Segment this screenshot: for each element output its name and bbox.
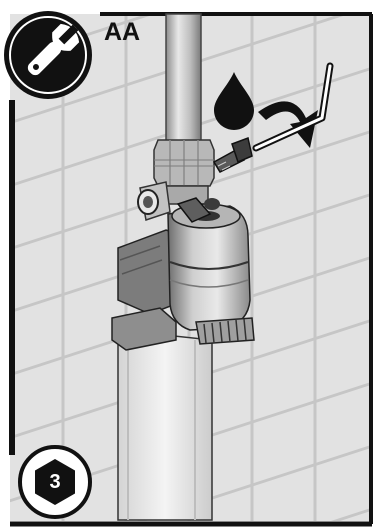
filter-cartridge [118,330,212,520]
step-number: 3 [43,468,67,496]
code-label: AA [104,18,140,47]
supply-pipe [166,14,201,152]
wrench-icon [4,11,92,99]
